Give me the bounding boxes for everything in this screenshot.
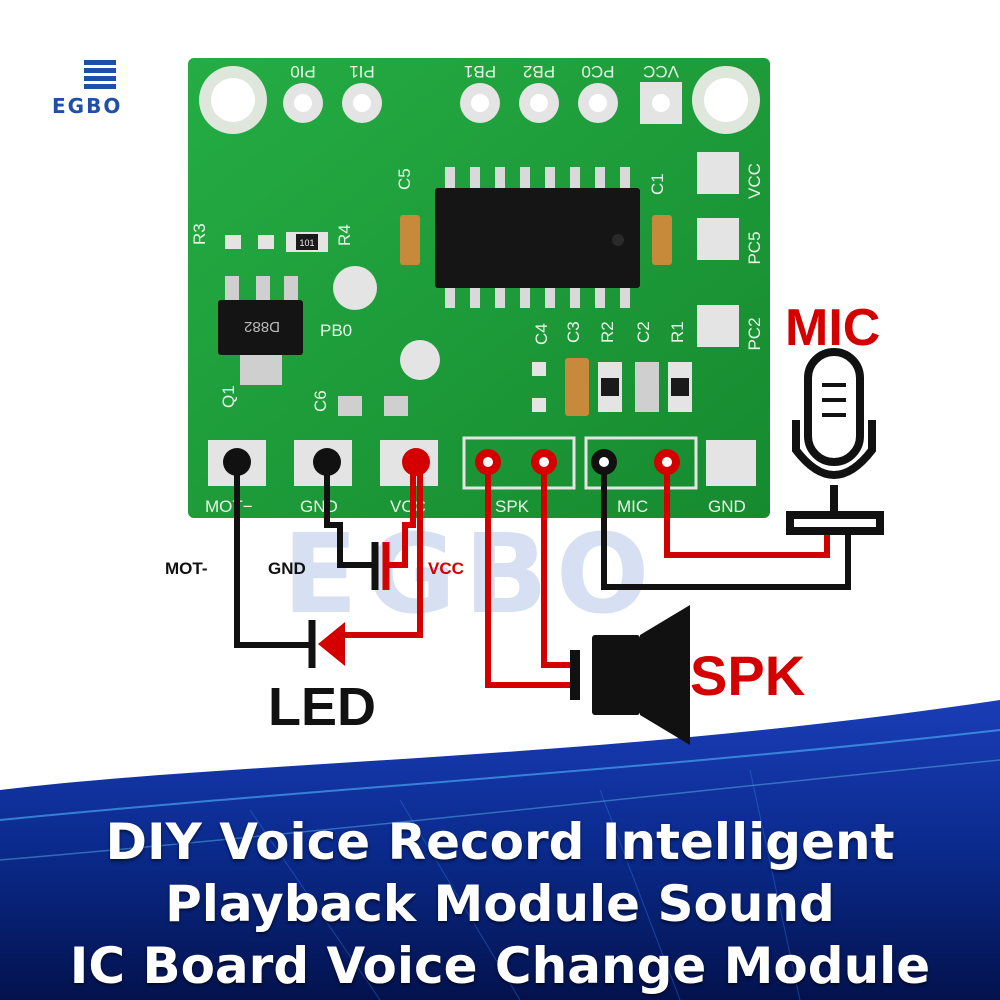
capacitor-c1: [652, 215, 672, 265]
pin-label-vcc-top: VCC: [643, 62, 679, 81]
label-gnd: GND: [268, 559, 306, 578]
label-c5: C5: [395, 168, 414, 190]
capacitor-c3: [565, 358, 589, 416]
label-c1: C1: [648, 173, 667, 195]
top-pads: [283, 82, 682, 124]
egbo-logo-icon: [84, 60, 116, 89]
transistor-d882: D882: [218, 276, 303, 385]
label-r2: R2: [598, 321, 617, 343]
watermark: EGBO: [283, 510, 658, 638]
capacitor-c5: [400, 215, 420, 265]
wiring: [234, 462, 851, 688]
label-mic-board: MIC: [617, 497, 648, 516]
caption-line-1: DIY Voice Record Intelligent: [105, 813, 895, 871]
wire-mic-signal: [664, 462, 830, 558]
label-c6: C6: [311, 390, 330, 412]
wire-vcc-cap: [385, 462, 416, 568]
transistor-part-label: D882: [244, 318, 280, 335]
background-banner: [0, 700, 1000, 1000]
brand-name: EGBO: [52, 94, 123, 118]
pin-label-pb2: PB2: [523, 62, 555, 81]
wire-vcc-led: [340, 462, 423, 638]
pin-label-pi1: PI1: [349, 62, 375, 81]
wire-gnd: [324, 462, 375, 568]
label-spk: SPK: [690, 644, 805, 707]
caption-line-3: IC Board Voice Change Module: [69, 937, 931, 995]
label-mic: MIC: [785, 299, 880, 357]
caption-line-2: Playback Module Sound: [165, 875, 835, 933]
label-r3: R3: [190, 223, 209, 245]
label-mot: MOT-: [165, 559, 208, 578]
pin-label-vcc-right: VCC: [745, 163, 764, 199]
pcb-board: PI0 PI1 PB1 PB2 PC0 VCC VCC PC5 PC2 C5 C…: [188, 58, 770, 518]
label-vcc: VCC: [428, 559, 464, 578]
capacitor-symbol: [371, 542, 390, 590]
wire-spk-2: [541, 462, 570, 668]
wire-mic-gnd: [601, 462, 851, 590]
label-spk-board: SPK: [495, 497, 530, 516]
pin-label-pi0: PI0: [290, 62, 316, 81]
resistor-101: [296, 234, 318, 250]
pin-label-pc0: PC0: [581, 62, 614, 81]
brand-logo: [48, 56, 128, 101]
speaker-icon: [570, 605, 690, 745]
label-c3: C3: [564, 321, 583, 343]
ic-chip: [435, 167, 640, 308]
resistor-222: [601, 378, 619, 396]
microphone-icon: [786, 348, 884, 535]
label-r1: R1: [668, 321, 687, 343]
label-c4: C4: [532, 323, 551, 345]
label-vcc-board: VCC: [390, 497, 426, 516]
pad-pc5: [697, 218, 739, 260]
label-mot-board: MOT−: [205, 497, 253, 516]
resistor-103: [671, 378, 689, 396]
label-pb0: PB0: [320, 321, 352, 340]
pad-vcc-right: [697, 152, 739, 194]
pad-pc2: [697, 305, 739, 347]
pin-label-pc5: PC5: [745, 231, 764, 264]
pin-label-pb1: PB1: [464, 62, 496, 81]
label-q1: Q1: [219, 385, 238, 408]
label-c2: C2: [634, 321, 653, 343]
label-r4: R4: [335, 224, 354, 246]
pin-label-pc2: PC2: [745, 317, 764, 350]
resistor-code-101: 101: [299, 238, 314, 248]
wire-mot: [234, 462, 315, 648]
label-gnd-board-2: GND: [708, 497, 746, 516]
led-symbol: [308, 620, 345, 668]
wire-spk-1: [485, 462, 570, 688]
pad-pb0: [333, 266, 377, 310]
label-led: LED: [268, 677, 376, 737]
